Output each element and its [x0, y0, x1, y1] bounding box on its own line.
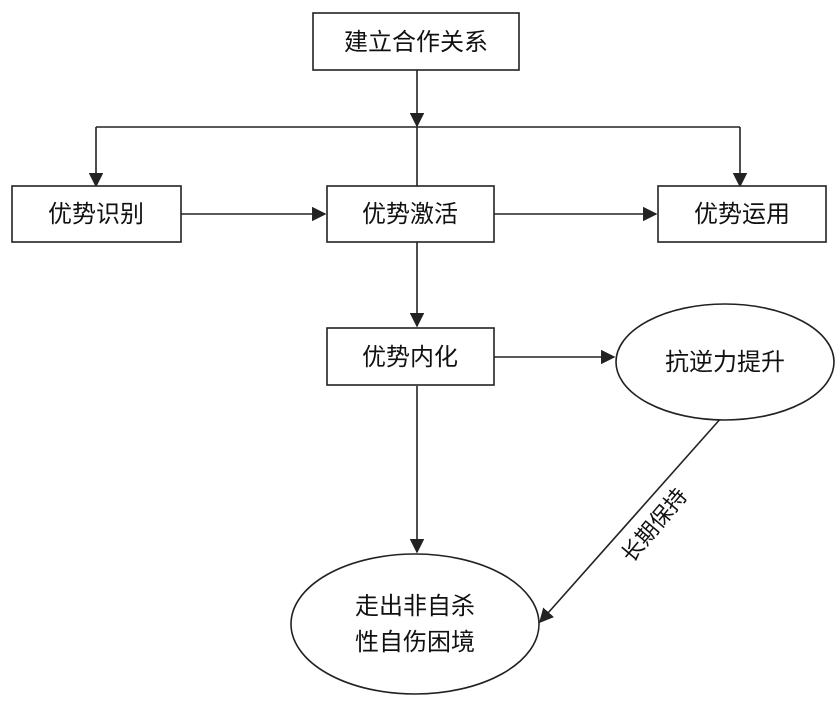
node-apply: 优势运用: [657, 185, 827, 243]
node-outcome-label-line1: 走出非自杀: [355, 592, 475, 620]
node-apply-label: 优势运用: [694, 200, 790, 228]
edge-label-long-term: 长期保持: [617, 484, 693, 567]
node-internalize: 优势内化: [326, 327, 495, 386]
node-identify-label: 优势识别: [48, 200, 144, 228]
node-internalize-label: 优势内化: [362, 343, 458, 371]
node-identify: 优势识别: [11, 185, 182, 243]
node-resilience: 抗逆力提升: [615, 303, 835, 421]
node-build-relationship: 建立合作关系: [312, 12, 520, 71]
node-build-relationship-label: 建立合作关系: [344, 28, 488, 56]
node-activate: 优势激活: [326, 185, 495, 243]
node-outcome-label-line2: 性自伤困境: [355, 628, 475, 656]
node-activate-label: 优势激活: [362, 200, 458, 228]
arrow-resilience-to-outcome: [539, 416, 723, 624]
connectors: [88, 70, 748, 624]
node-resilience-label: 抗逆力提升: [665, 348, 785, 376]
node-outcome: 走出非自杀 性自伤困境: [290, 553, 540, 695]
